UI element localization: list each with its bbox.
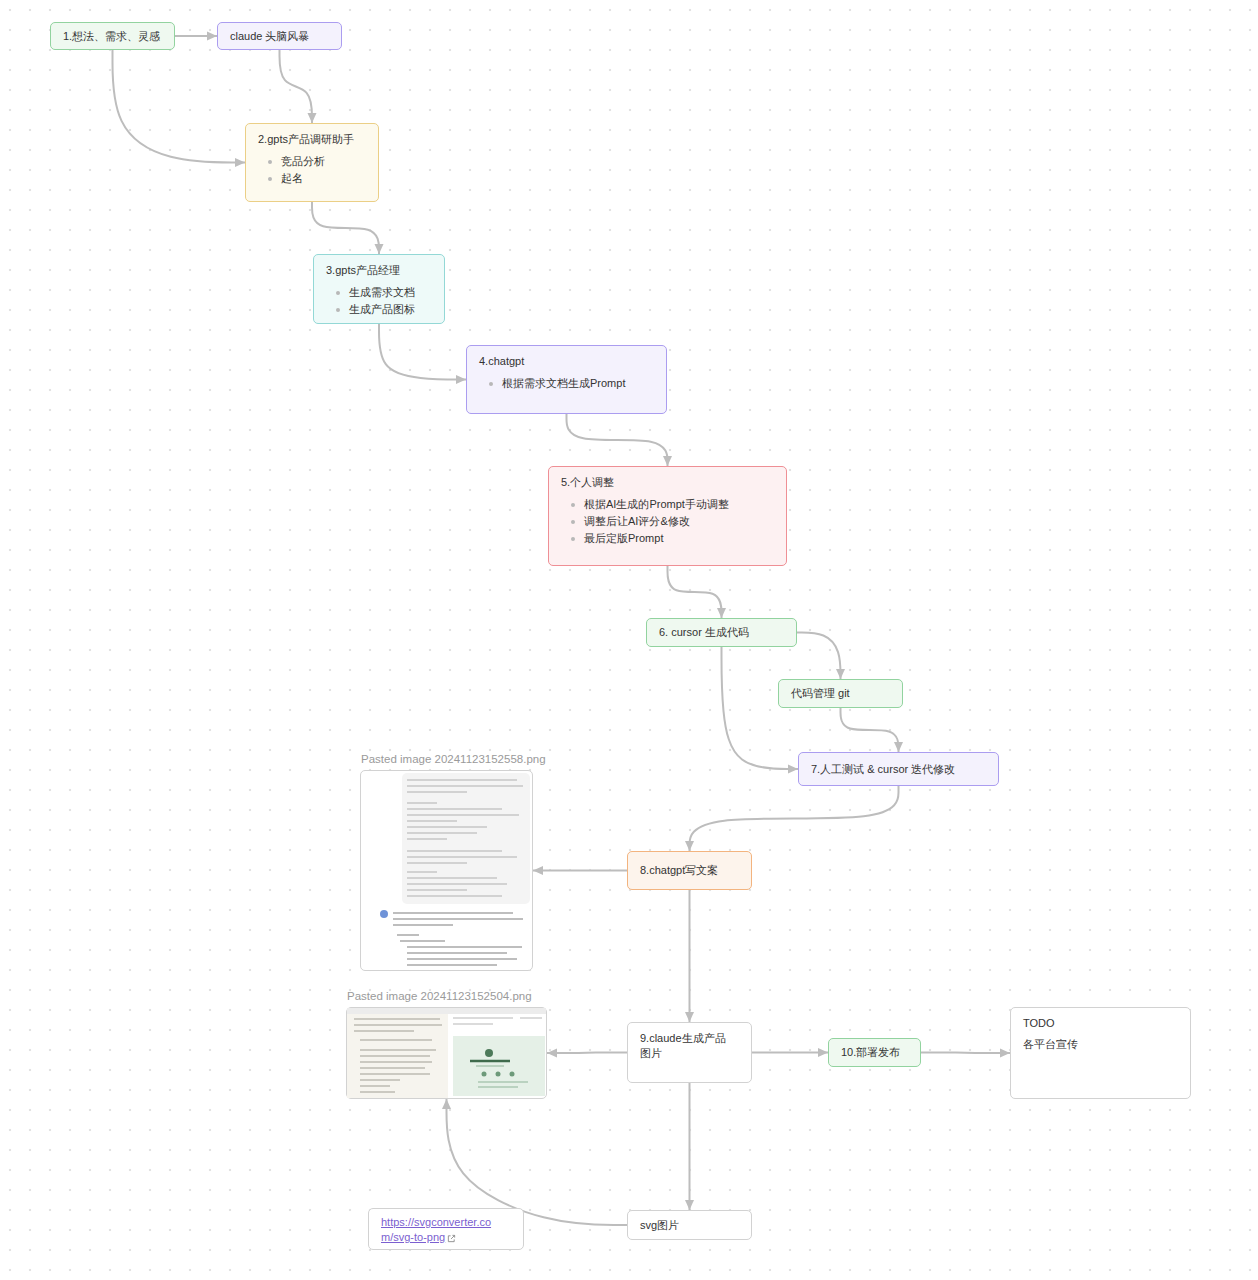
bullet-item: 生成产品图标 <box>326 301 432 318</box>
flow-connector <box>533 870 627 872</box>
box-label: 7.人工测试 & cursor 迭代修改 <box>811 762 955 777</box>
title-line <box>470 1060 510 1063</box>
external-link-icon <box>447 1234 456 1243</box>
chat-bubble <box>402 773 530 904</box>
flow-connector <box>689 1083 691 1210</box>
side-panel <box>347 1014 448 1098</box>
flow-connector <box>689 890 691 1022</box>
text-lines <box>393 913 523 965</box>
note-card: TODO 各平台宣传 <box>1010 1007 1191 1099</box>
flow-connector <box>312 202 379 254</box>
box-label: 10.部署发布 <box>841 1045 900 1060</box>
image-card: Pasted image 20241123152504.png <box>346 1007 547 1099</box>
flow-connector <box>113 50 246 163</box>
flow-connector <box>690 786 899 851</box>
bullet-dot <box>489 382 493 386</box>
process-box: svg图片 <box>627 1210 752 1240</box>
image-card: Pasted image 20241123152558.png <box>360 770 533 971</box>
process-box: claude 头脑风暴 <box>217 22 342 50</box>
image-caption: Pasted image 20241123152558.png <box>361 752 546 767</box>
flow-connector <box>722 647 799 769</box>
flow-connector <box>668 566 722 618</box>
process-box: 8.chatgpt写文案 <box>627 851 752 890</box>
flow-connector <box>280 50 313 123</box>
box-label: 1.想法、需求、灵感 <box>63 29 160 44</box>
flow-connector <box>447 1099 628 1225</box>
bullet-dot <box>571 503 575 507</box>
screenshot-b <box>347 1008 546 1098</box>
feature-dot <box>496 1072 501 1077</box>
process-box: 10.部署发布 <box>828 1038 921 1067</box>
flow-connector <box>379 324 466 380</box>
avatar-icon <box>380 910 388 918</box>
flow-connector <box>752 1052 828 1054</box>
external-link-glyph <box>449 1235 455 1241</box>
process-box: 7.人工测试 & cursor 迭代修改 <box>798 752 999 786</box>
screenshot-a <box>380 773 530 965</box>
box-label: claude 头脑风暴 <box>230 29 309 44</box>
flow-connector <box>175 35 217 37</box>
flow-connector <box>921 1052 1010 1055</box>
note-card: 9.claude生成产品 图片 <box>627 1022 752 1083</box>
bullet-item: 起名 <box>258 170 366 187</box>
process-box: 代码管理 git <box>778 679 903 708</box>
logo-dot <box>485 1049 493 1057</box>
flow-connector <box>797 633 841 680</box>
box-label: 8.chatgpt写文案 <box>640 863 718 878</box>
box-title: 3.gpts产品经理 <box>326 263 432 278</box>
image-caption: Pasted image 20241123152504.png <box>347 989 532 1004</box>
box-title: TODO <box>1023 1016 1178 1031</box>
bullet-item: 最后定版Prompt <box>561 530 774 547</box>
process-box: 3.gpts产品经理生成需求文档生成产品图标 <box>313 254 445 324</box>
preview-card <box>453 1036 545 1096</box>
process-box: 6. cursor 生成代码 <box>646 618 797 647</box>
process-box: 2.gpts产品调研助手竞品分析起名 <box>245 123 379 202</box>
process-box: 5.个人调整根据AI生成的Prompt手动调整调整后让AI评分&修改最后定版Pr… <box>548 466 787 566</box>
flow-connector <box>841 708 899 752</box>
box-title: 5.个人调整 <box>561 475 774 490</box>
bullet-item: 调整后让AI评分&修改 <box>561 513 774 530</box>
link-card: https://svgconverter.com/svg-to-png <box>368 1208 524 1250</box>
text-lines <box>453 1018 542 1024</box>
bullet-dot <box>571 537 575 541</box>
text-lines <box>476 1066 528 1087</box>
text-lines <box>407 780 523 896</box>
bullet-item: 根据AI生成的Prompt手动调整 <box>561 496 774 513</box>
note-text: 各平台宣传 <box>1023 1037 1178 1052</box>
box-title: 4.chatgpt <box>479 354 654 369</box>
bullet-dot <box>336 291 340 295</box>
box-label: 代码管理 git <box>791 686 850 701</box>
box-label: 6. cursor 生成代码 <box>659 625 749 640</box>
process-box: 4.chatgpt 根据需求文档生成Prompt <box>466 345 667 414</box>
process-box: 1.想法、需求、灵感 <box>50 22 175 50</box>
bullet-item: 竞品分析 <box>258 153 366 170</box>
bullet-dot <box>268 177 272 181</box>
flow-connector <box>567 414 668 466</box>
box-title: 2.gpts产品调研助手 <box>258 132 366 147</box>
link-text: https://svgconverter.com/svg-to-png <box>381 1216 491 1243</box>
window-bar <box>347 1008 546 1014</box>
bullet-dot <box>268 160 272 164</box>
feature-dot <box>510 1072 515 1077</box>
bullet-item: 根据需求文档生成Prompt <box>479 375 654 392</box>
bullet-dot <box>336 308 340 312</box>
bullet-dot <box>571 520 575 524</box>
feature-dot <box>482 1072 487 1077</box>
box-label: svg图片 <box>640 1218 679 1233</box>
box-title: 9.claude生成产品 图片 <box>640 1031 739 1061</box>
text-lines <box>354 1019 442 1092</box>
flow-connector <box>547 1052 627 1055</box>
bullet-item: 生成需求文档 <box>326 284 432 301</box>
